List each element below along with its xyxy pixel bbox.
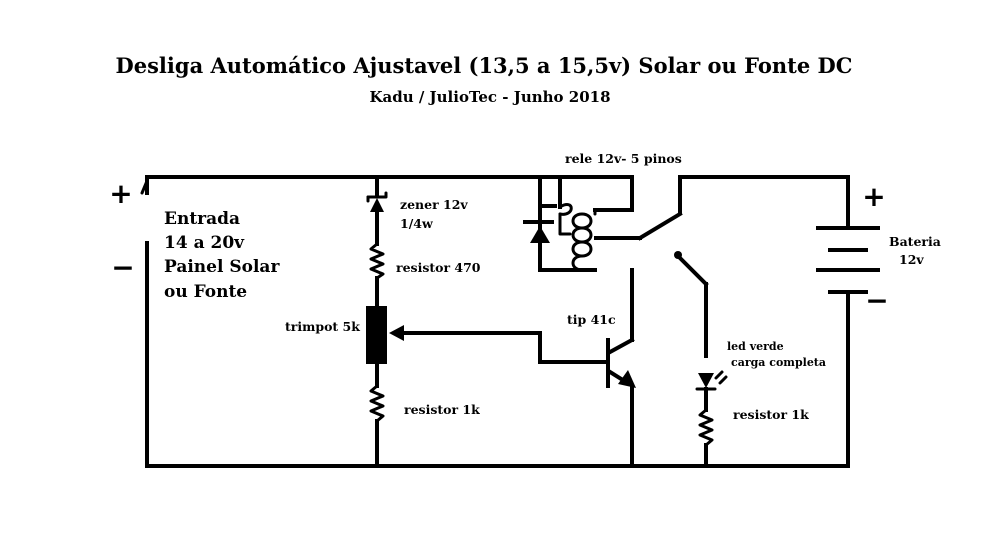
led-symbol bbox=[695, 370, 728, 468]
battery-label-2: 12v bbox=[899, 252, 924, 267]
resistor-470-symbol bbox=[369, 242, 385, 280]
led-label-1: led verde bbox=[727, 340, 784, 353]
input-label-1: Entrada bbox=[164, 209, 240, 229]
transistor-symbol bbox=[606, 268, 636, 468]
battery-minus-sign: − bbox=[865, 284, 888, 317]
diagram-subtitle: Kadu / JulioTec - Junho 2018 bbox=[369, 88, 610, 106]
resistor-1k-right-symbol bbox=[698, 408, 714, 447]
zener-diode-symbol bbox=[366, 191, 388, 212]
input-plus-sign: + bbox=[109, 177, 132, 210]
input-contact-mark bbox=[140, 179, 149, 195]
resistor-1k-left-label: resistor 1k bbox=[404, 402, 480, 417]
transistor-label: tip 41c bbox=[567, 312, 616, 327]
led-label-2: carga completa bbox=[731, 356, 826, 369]
wiper-to-base-wire bbox=[389, 325, 608, 364]
relay-symbol bbox=[523, 175, 709, 358]
trimpot-label: trimpot 5k bbox=[285, 319, 360, 334]
battery-plus-sign: + bbox=[862, 180, 885, 213]
resistor-470-label: resistor 470 bbox=[396, 260, 481, 275]
resistor-1k-left-symbol bbox=[369, 384, 385, 423]
trimpot-symbol bbox=[366, 306, 387, 364]
voltage-divider-branch bbox=[366, 175, 388, 468]
diagram-title: Desliga Automático Ajustavel (13,5 a 15,… bbox=[116, 53, 853, 78]
main-wiring bbox=[145, 175, 850, 468]
battery-symbol bbox=[816, 226, 880, 294]
input-label-2: 14 a 20v bbox=[164, 233, 245, 253]
battery-label-1: Bateria bbox=[889, 234, 941, 249]
zener-label-1: zener 12v bbox=[400, 197, 468, 212]
input-label-3: Painel Solar bbox=[164, 257, 280, 277]
zener-label-2: 1/4w bbox=[400, 216, 434, 231]
relay-label: rele 12v- 5 pinos bbox=[565, 151, 682, 166]
input-minus-sign: − bbox=[111, 251, 134, 284]
input-label-4: ou Fonte bbox=[164, 282, 247, 302]
resistor-1k-right-label: resistor 1k bbox=[733, 407, 809, 422]
